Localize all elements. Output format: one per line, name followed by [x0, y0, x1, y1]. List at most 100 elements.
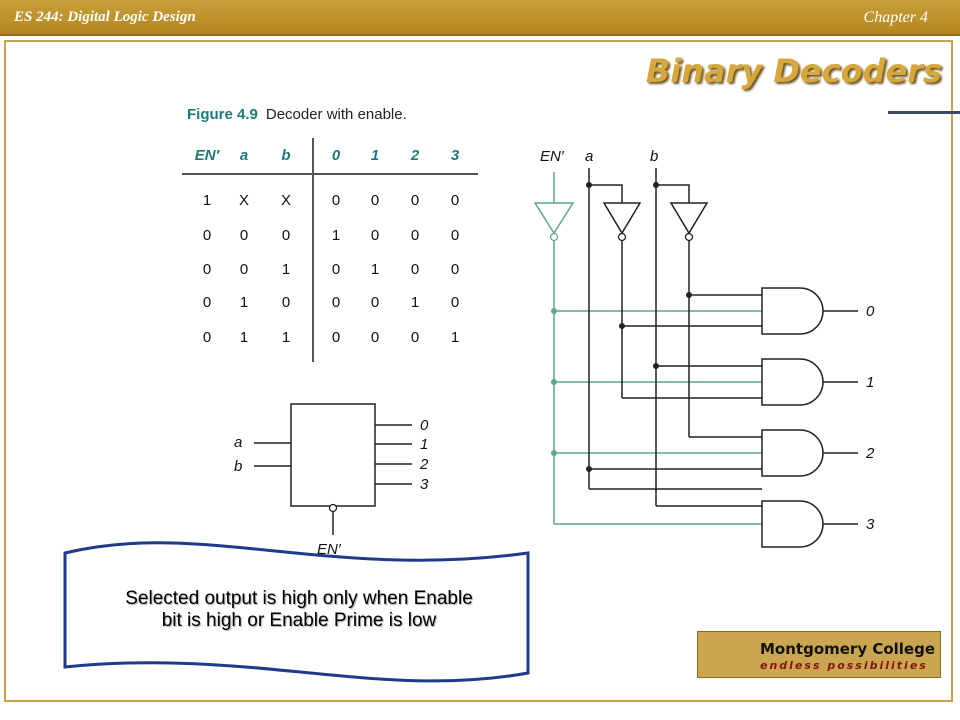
table-header-cell: EN′	[195, 147, 221, 164]
table-row: 0 1 1 0 0 0 1	[203, 329, 459, 346]
table-cell: 0	[240, 261, 248, 278]
block-output-label: 2	[419, 456, 429, 473]
figure-number: Figure 4.9	[187, 106, 258, 123]
enable-inverter-bubble	[549, 232, 559, 242]
table-cell: 0	[282, 227, 290, 244]
table-cell: 0	[371, 227, 379, 244]
college-tagline: endless possibilities	[760, 659, 928, 672]
table-cell: 0	[411, 227, 419, 244]
header-rule	[0, 34, 960, 36]
block-output-label: 1	[420, 436, 428, 453]
table-header-cell: 3	[451, 147, 460, 164]
table-cell: 0	[203, 294, 211, 311]
table-header-cell: 1	[371, 147, 379, 164]
table-cell: 0	[371, 294, 379, 311]
table-cell: 1	[240, 329, 248, 346]
callout-line: Selected output is high only when Enable	[125, 588, 473, 609]
block-enable-label: EN′	[317, 541, 342, 558]
and-gate-0	[761, 287, 824, 335]
table-header-cell: 2	[410, 147, 420, 164]
table-row: 0 0 0 1 0 0 0	[203, 227, 459, 244]
circuit-input-label: b	[650, 148, 658, 165]
callout-text: Selected output is high only when Enable…	[68, 588, 530, 632]
table-cell: 1	[282, 329, 290, 346]
course-title: ES 244: Digital Logic Design	[14, 9, 196, 25]
block-input-label: a	[234, 434, 242, 451]
table-cell: 0	[332, 261, 340, 278]
table-header-cell: 0	[332, 147, 341, 164]
table-cell: 0	[411, 192, 419, 209]
table-cell: 0	[451, 192, 459, 209]
table-cell: 1	[371, 261, 379, 278]
table-cell: 0	[240, 227, 248, 244]
block-output-label: 3	[420, 476, 429, 493]
table-body: 1 X X 0 0 0 0 0 0 0 1 0 0 0 0 0 1 0	[203, 192, 459, 346]
enable-inverter	[533, 202, 575, 235]
circuit-output-label: 0	[866, 303, 875, 320]
block-output-label: 0	[420, 417, 429, 434]
table-row: 1 X X 0 0 0 0	[203, 192, 459, 209]
a-inverter	[602, 202, 642, 235]
chapter-label: Chapter 4	[863, 9, 928, 26]
title-underline	[888, 111, 960, 114]
decoder-circuit: EN′ a b	[533, 148, 875, 548]
table-cell: 1	[282, 261, 290, 278]
table-cell: 1	[411, 294, 419, 311]
table-header-cell: b	[281, 147, 290, 164]
circuit-input-label: a	[585, 148, 593, 165]
table-cell: 0	[411, 261, 419, 278]
circuit-input-label: EN′	[540, 148, 565, 165]
college-logo: Montgomery College endless possibilities	[697, 631, 941, 678]
enable-wires	[553, 172, 762, 525]
table-cell: 0	[203, 329, 211, 346]
and-gate-2	[761, 429, 824, 477]
table-cell: 0	[411, 329, 419, 346]
decoder-block	[290, 403, 376, 507]
block-input-label: b	[234, 458, 242, 475]
table-cell: 0	[451, 294, 459, 311]
table-header-cell: a	[240, 147, 248, 164]
figure-caption-text: Decoder with enable.	[265, 106, 407, 123]
table-cell: 0	[371, 192, 379, 209]
table-cell: 0	[203, 261, 211, 278]
header-bar: ES 244: Digital Logic Design Chapter 4	[0, 0, 960, 34]
table-cell: 1	[332, 227, 340, 244]
table-row: 0 1 0 0 0 1 0	[203, 294, 459, 311]
callout-banner	[63, 541, 530, 683]
slide-frame	[4, 40, 953, 702]
table-cell: 0	[451, 261, 459, 278]
circuit-output-label: 1	[866, 374, 874, 391]
table-cell: 1	[203, 192, 211, 209]
data-wires	[588, 168, 762, 507]
table-header-row: EN′ a b 0 1 2 3	[195, 147, 460, 164]
enable-bubble	[328, 503, 338, 513]
b-inverter	[669, 202, 709, 235]
enable-junctions	[551, 308, 557, 456]
circuit-output-label: 3	[866, 516, 875, 533]
table-cell: X	[281, 192, 291, 209]
truth-table: EN′ a b 0 1 2 3 1 X X 0 0 0 0 0 0 0 1	[182, 138, 478, 362]
block-wires	[254, 424, 412, 535]
callout-line: bit is high or Enable Prime is low	[161, 610, 437, 631]
table-row: 0 0 1 0 1 0 0	[203, 261, 459, 278]
decoder-block-diagram: a b 0 1 2 3 EN′	[234, 403, 429, 558]
table-cell: 0	[332, 294, 340, 311]
figure-caption: Figure 4.9 Decoder with enable.	[187, 106, 407, 123]
table-cell: 0	[371, 329, 379, 346]
college-name: Montgomery College	[760, 640, 936, 658]
table-cell: 0	[203, 227, 211, 244]
table-cell: X	[239, 192, 249, 209]
and-gate-3	[761, 500, 824, 548]
data-junctions	[586, 182, 692, 472]
and-gate-1	[761, 358, 824, 406]
table-cell: 0	[332, 192, 340, 209]
circuit-output-label: 2	[865, 445, 875, 462]
and-gates	[761, 287, 824, 548]
table-cell: 0	[282, 294, 290, 311]
table-cell: 0	[451, 227, 459, 244]
output-wires	[823, 310, 858, 525]
b-inverter-bubble	[684, 232, 694, 242]
table-cell: 1	[451, 329, 459, 346]
a-inverter-bubble	[617, 232, 627, 242]
